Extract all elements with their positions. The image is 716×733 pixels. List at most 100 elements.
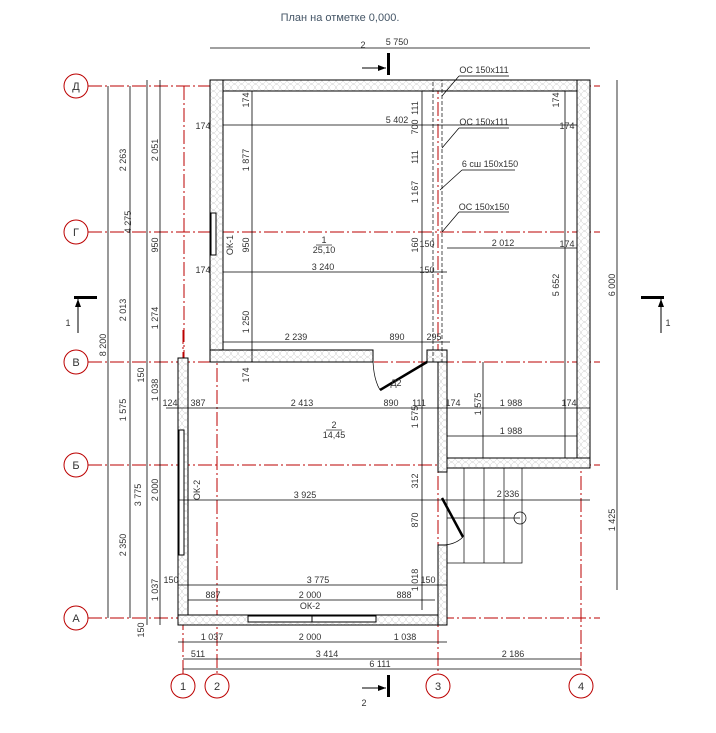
dimension-label: 3 <box>435 681 441 693</box>
dimension-label: 174 <box>559 121 574 131</box>
room-2-label: 2 14,45 <box>323 420 346 440</box>
callout-label: 6 сш 150х150 <box>462 159 518 169</box>
dimension-label: 511 <box>191 649 205 659</box>
dimension-label: Б <box>72 460 79 472</box>
dimension-label: 1 575 <box>118 399 128 422</box>
dimension-label: Д <box>72 81 80 93</box>
axis-marker-2: 2 <box>204 673 230 699</box>
dimension-label: 124 <box>162 398 177 408</box>
dimension-label: 174 <box>241 367 251 382</box>
dimension-label: 2 000 <box>299 632 322 642</box>
dimension-label: 2 263 <box>118 149 128 172</box>
dimension-label: 2 <box>360 40 365 50</box>
window-ok-2-left <box>178 429 185 556</box>
dimension-label: 1 988 <box>500 426 523 436</box>
dimension-labels: 5 750 174 174 5 402 174 174 111 700 111 … <box>98 37 617 669</box>
dimension-label: 2 350 <box>118 534 128 557</box>
dimension-label: 1 038 <box>150 379 160 402</box>
section-marker-right: 1 <box>641 296 671 333</box>
axis-marker-a: А <box>63 605 89 631</box>
dimension-label: 4 275 <box>123 211 133 234</box>
dimension-label: 111 <box>410 150 420 164</box>
dimension-label: 2 413 <box>291 398 314 408</box>
dimension-label: 2 012 <box>492 238 515 248</box>
dimension-label: 2 051 <box>150 139 160 162</box>
dimension-label: 950 <box>241 237 251 252</box>
dimension-label: 6 111 <box>369 659 390 669</box>
dimension-label: 1 988 <box>500 398 523 408</box>
door-tag: Д2 <box>390 378 401 388</box>
dimension-label: 111 <box>412 398 426 408</box>
dimension-label: 2 186 <box>502 649 525 659</box>
dimension-label: 111 <box>410 101 420 115</box>
axis-marker-1: 1 <box>170 673 196 699</box>
dimension-label: 890 <box>383 398 398 408</box>
stairs <box>446 467 527 564</box>
dimension-label: 6 000 <box>607 274 617 297</box>
axis-marker-4: 4 <box>568 673 594 699</box>
dimension-label: 700 <box>410 119 420 134</box>
dimension-label: 1 <box>65 318 70 328</box>
window-ok-1 <box>210 212 217 256</box>
dimension-label: 150 <box>420 575 435 585</box>
walls <box>177 79 591 626</box>
dimension-label: 295 <box>426 332 441 342</box>
dimension-label: 25,10 <box>313 245 336 255</box>
axis-marker-g: Г <box>63 219 89 245</box>
dimension-label: 3 414 <box>316 649 339 659</box>
window-tag: ОК-2 <box>192 480 202 500</box>
dimension-lines <box>107 47 618 670</box>
dimension-label: А <box>72 613 80 625</box>
dimension-label: 3 775 <box>307 575 330 585</box>
dimension-label: 1 038 <box>394 632 417 642</box>
room-1-label: 1 25,10 <box>313 235 336 255</box>
section-marker-bottom: 2 <box>361 675 390 708</box>
dimension-label: 1 <box>665 318 670 328</box>
door-d2 <box>372 360 428 392</box>
dimension-label: 14,45 <box>323 430 346 440</box>
axis-marker-v: В <box>63 349 89 375</box>
dimension-label: 1 575 <box>473 393 483 416</box>
dimension-label: Г <box>73 227 79 239</box>
window-tag: ОК-1 <box>225 235 235 255</box>
dimension-label: 1 <box>180 681 186 693</box>
dimension-label: 174 <box>551 92 561 107</box>
dimension-label: 160 <box>410 237 420 252</box>
dimension-label: 1 018 <box>410 569 420 592</box>
callout-label: ОС 150х111 <box>459 117 508 127</box>
dimension-label: 1 <box>321 235 326 245</box>
dimension-label: 2 336 <box>497 489 520 499</box>
dimension-label: 174 <box>241 92 251 107</box>
window-tag: ОК-2 <box>300 601 320 611</box>
dimension-label: 887 <box>205 590 220 600</box>
dimension-label: 5 402 <box>386 115 409 125</box>
dimension-label: 5 652 <box>551 274 561 297</box>
dimension-label: 174 <box>559 239 574 249</box>
dimension-label: 2 <box>331 420 336 430</box>
dimension-label: 2 013 <box>118 299 128 322</box>
dimension-label: 870 <box>410 512 420 527</box>
callout-label: ОС 150х150 <box>459 202 510 212</box>
dimension-label: 950 <box>150 237 160 252</box>
callouts: ОС 150х111 ОС 150х111 6 сш 150х150 ОС 15… <box>439 65 518 233</box>
dimension-label: 1 037 <box>150 579 160 602</box>
dimension-label: 3 240 <box>312 262 335 272</box>
dimension-label: 2 000 <box>150 479 160 502</box>
dimension-label: 8 200 <box>98 334 108 357</box>
dimension-label: 3 775 <box>133 484 143 507</box>
door-stair <box>440 497 465 546</box>
section-marker-top: 2 <box>360 40 390 75</box>
dimension-label: 174 <box>445 398 460 408</box>
dimension-label: 174 <box>195 121 210 131</box>
dimension-label: 1 425 <box>607 509 617 532</box>
dimension-label: 2 <box>361 698 366 708</box>
dimension-label: 1 250 <box>241 311 251 334</box>
axis-marker-b: Б <box>63 452 89 478</box>
dimension-label: 1 167 <box>410 181 420 204</box>
dimension-label: 150 <box>136 622 146 637</box>
dimension-label: 150 <box>419 239 434 249</box>
dimension-label: В <box>72 357 79 369</box>
dimension-label: 150 <box>136 367 146 382</box>
dimension-label: 888 <box>396 590 411 600</box>
